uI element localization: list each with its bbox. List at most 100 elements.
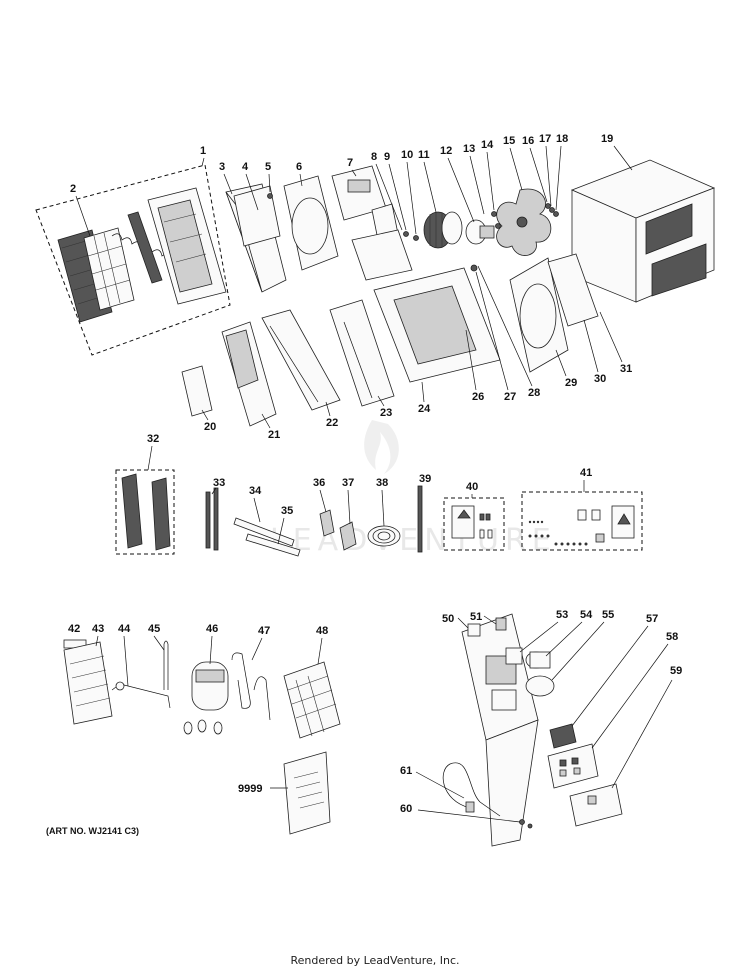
discharge-tube-part-47	[231, 652, 271, 721]
screws-part-14	[491, 211, 501, 229]
watermark-text: LEADVENTURE	[270, 523, 557, 558]
callout-27: 27	[504, 391, 516, 403]
watermark: LEADVENTURE	[270, 420, 557, 558]
compressor-part-46	[183, 661, 229, 735]
callout-53: 53	[556, 609, 568, 621]
callout-33: 33	[213, 477, 225, 489]
plate-assembly	[351, 229, 413, 281]
callout-39: 39	[419, 473, 431, 485]
evaporator-part-43	[63, 641, 113, 725]
screw-part-9	[403, 231, 409, 237]
base-part-24	[373, 267, 501, 383]
callout-44: 44	[118, 623, 131, 635]
callout-43: 43	[92, 623, 104, 635]
rail-part-35	[245, 533, 301, 557]
group-box-40	[443, 497, 505, 551]
relay-part-51	[495, 617, 507, 631]
coil-part-38	[367, 525, 401, 547]
screw-part-5	[267, 193, 273, 199]
control-board-part-58	[547, 743, 599, 789]
hardware-parts-16-18	[545, 203, 559, 217]
callout-24: 24	[418, 403, 431, 415]
callout-28: 28	[528, 387, 540, 399]
callout-46: 46	[206, 623, 218, 635]
power-cord-part-61	[442, 762, 501, 817]
switch-part-50	[467, 623, 481, 637]
callout-54: 54	[580, 609, 593, 621]
manual-part-9999	[283, 751, 331, 835]
callout-17: 17	[539, 133, 551, 145]
callout-8: 8	[371, 151, 377, 163]
capacitor-part-53	[505, 647, 523, 665]
callout-41: 41	[580, 467, 592, 479]
callout-11: 11	[418, 149, 430, 161]
callout-55: 55	[602, 609, 614, 621]
clip-part-27	[470, 264, 478, 272]
callout-51: 51	[470, 611, 482, 623]
louver-bar	[127, 211, 163, 284]
callout-7: 7	[347, 157, 353, 169]
blower-wheel-part-11	[423, 211, 463, 249]
bracket-part-37	[339, 521, 357, 551]
clip-part-10	[413, 235, 419, 241]
callout-23: 23	[380, 407, 392, 419]
callout-9999: 9999	[238, 783, 262, 795]
callout-20: 20	[204, 421, 216, 433]
callout-13: 13	[463, 143, 475, 155]
panel-part-4	[233, 185, 281, 247]
callout-6: 6	[296, 161, 302, 173]
callout-2: 2	[70, 183, 76, 195]
control-panel-assembly	[461, 613, 539, 847]
callout-29: 29	[565, 377, 577, 389]
group-box-32	[115, 469, 175, 555]
callout-26: 26	[472, 391, 484, 403]
capillary-part-44	[111, 681, 171, 709]
callout-32: 32	[147, 433, 159, 445]
rail-part-23	[329, 299, 395, 407]
capacitor-part-54	[525, 651, 551, 669]
base-pan-part-21	[221, 321, 277, 427]
tube-part-45	[163, 640, 169, 690]
callout-19: 19	[601, 133, 613, 145]
callout-18: 18	[556, 133, 568, 145]
callout-4: 4	[242, 161, 249, 173]
side-curtains-part-32	[121, 473, 171, 551]
fan-motor-part-12	[465, 219, 495, 245]
bracket-part-20	[181, 365, 213, 417]
callout-3: 3	[219, 161, 225, 173]
callout-9: 9	[384, 151, 390, 163]
filter-frame	[83, 227, 135, 311]
callout-60: 60	[400, 803, 412, 815]
callout-48: 48	[316, 625, 328, 637]
callout-50: 50	[442, 613, 454, 625]
overlay-part-59	[569, 783, 623, 827]
callout-22: 22	[326, 417, 338, 429]
callout-42: 42	[68, 623, 80, 635]
render-credit: Rendered by LeadVenture, Inc.	[290, 954, 460, 967]
callout-58: 58	[666, 631, 678, 643]
callout-45: 45	[148, 623, 160, 635]
callout-47: 47	[258, 625, 270, 637]
callout-14: 14	[481, 139, 494, 151]
callout-59: 59	[670, 665, 682, 677]
front-grille-frame	[147, 187, 227, 305]
callout-31: 31	[620, 363, 632, 375]
callout-37: 37	[342, 477, 354, 489]
control-box-part-7	[331, 165, 387, 221]
strip-part-39	[417, 485, 423, 553]
fan-blade-part-15	[496, 188, 552, 256]
callout-36: 36	[313, 477, 325, 489]
callout-61: 61	[400, 765, 412, 777]
capacitor-part-55	[525, 675, 555, 697]
label-part-57	[549, 723, 577, 749]
hardware-kit-part-41	[528, 505, 635, 546]
cabinet-part-19	[570, 159, 716, 303]
art-number: (ART NO. WJ2141 C3)	[46, 826, 140, 836]
orifice-part-6	[283, 175, 339, 271]
callout-30: 30	[594, 373, 606, 385]
seal-strips-part-33	[205, 487, 219, 551]
callout-12: 12	[440, 145, 452, 157]
frame-part-22	[261, 309, 341, 411]
callout-40: 40	[466, 481, 478, 493]
